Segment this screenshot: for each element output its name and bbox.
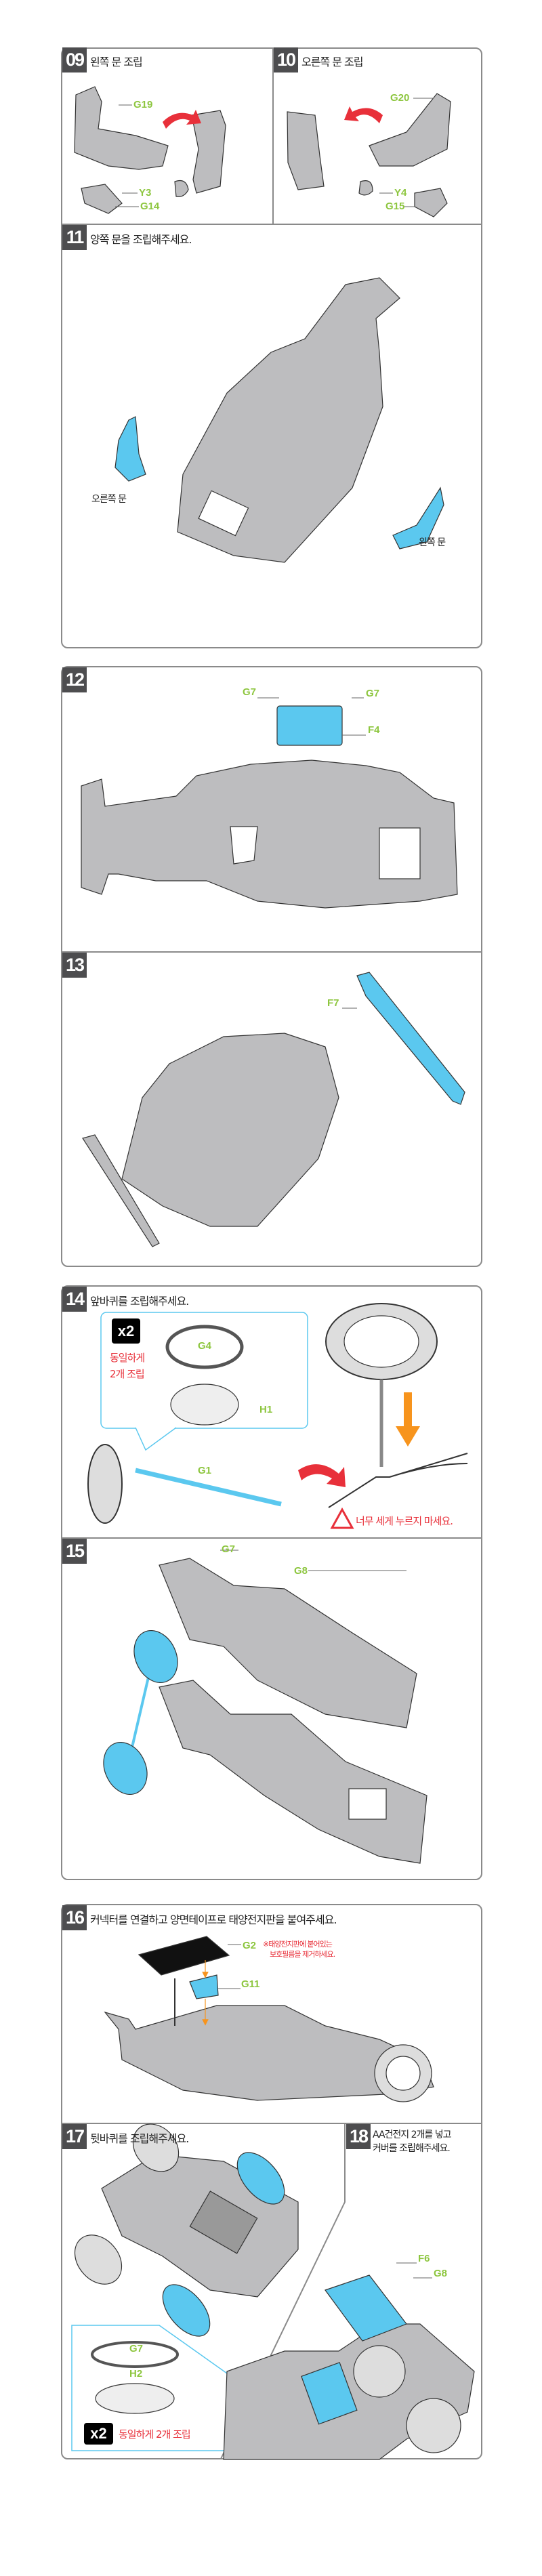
note-remove-film-line2: 보호필름을 제거하세요. <box>270 1950 335 1959</box>
left-door-part <box>392 486 444 549</box>
divider-09-10 <box>272 47 274 225</box>
label-f6: F6 <box>418 2253 430 2264</box>
rear-wheel-bottom <box>103 1741 148 1795</box>
label-g4: G4 <box>198 1340 212 1352</box>
step-16-number: 16 <box>62 1905 87 1930</box>
y4-part <box>358 180 373 196</box>
step-09-number: 09 <box>62 47 87 72</box>
divider-row-11 <box>61 224 482 225</box>
label-g20: G20 <box>390 92 410 104</box>
step-15-number: 15 <box>62 1539 87 1564</box>
label-h2: H2 <box>129 2368 143 2380</box>
f7-rear-wing <box>356 972 465 1105</box>
y3-part <box>174 180 189 197</box>
step-16-title: 커넥터를 연결하고 양면테이프로 태양전지판을 붙여주세요. <box>90 1913 337 1926</box>
step-14-number: 14 <box>62 1287 87 1312</box>
car-body-top-view <box>177 277 400 563</box>
label-g19: G19 <box>133 99 153 110</box>
left-door-frame <box>74 86 169 170</box>
wheel-18-top <box>353 2345 406 2398</box>
step-17-title: 뒷바퀴를 조립해주세요. <box>90 2132 189 2145</box>
divider-row-13 <box>61 951 482 953</box>
step-17-number: 17 <box>62 2124 87 2149</box>
right-door-inner <box>287 111 325 190</box>
step-18-number: 18 <box>346 2124 371 2149</box>
step-18-title-line1: AA건전지 2개를 넣고 <box>373 2130 452 2140</box>
red-curved-arrow-10 <box>344 106 383 123</box>
batteries <box>301 2362 358 2425</box>
wheel-17-topleft <box>132 2123 180 2172</box>
car-rear-view <box>121 1033 339 1227</box>
step-18-title-line2: 커버를 조립해주세요. <box>373 2143 451 2154</box>
step-12-number: 12 <box>62 667 87 692</box>
step-10-title: 오른쪽 문 조립 <box>301 56 363 68</box>
label-g2: G2 <box>243 1940 257 1951</box>
label-g15: G15 <box>385 201 405 212</box>
stand <box>328 1453 468 1508</box>
label-f4: F4 <box>368 724 380 736</box>
label-g14: G14 <box>140 201 160 212</box>
left-front-wheel <box>87 1444 123 1524</box>
car-chassis-side <box>81 760 458 909</box>
g4-tire <box>165 1325 244 1369</box>
note-remove-film-line1: ※태양전지판에 붙어있는 <box>263 1940 333 1949</box>
g15-part <box>414 188 448 217</box>
chassis-bottom <box>159 1558 417 1728</box>
warning-text: 너무 세게 누르지 마세요. <box>356 1515 453 1527</box>
step-10-number: 10 <box>274 47 298 72</box>
g14-part <box>81 184 123 214</box>
step-14-title: 앞바퀴를 조립해주세요. <box>90 1295 189 1308</box>
label-g7-right: G7 <box>366 688 380 699</box>
g7-tire <box>91 2341 179 2368</box>
g1-axle <box>135 1468 282 1507</box>
right-door-part <box>114 416 146 482</box>
caption-right-door: 오른쪽 문 <box>91 494 127 505</box>
label-y4: Y4 <box>394 187 407 199</box>
quantity-badge-x2-17: x2 <box>84 2423 113 2445</box>
h2-wheel <box>95 2383 175 2414</box>
left-door-inner <box>191 110 226 194</box>
rear-wing-body <box>82 1134 160 1247</box>
f6-battery-cover <box>325 2274 407 2342</box>
callout-box <box>100 1312 308 1429</box>
wheel-17-left <box>74 2235 123 2285</box>
red-curved-arrow-09 <box>163 110 201 129</box>
f4-part <box>276 705 343 746</box>
caption-left-door: 왼쪽 문 <box>419 537 446 548</box>
label-y3: Y3 <box>139 187 152 199</box>
divider-row-17 <box>61 2123 482 2124</box>
divider-row-15 <box>61 1537 482 1539</box>
note-same-assembly-line1: 동일하게 <box>110 1352 145 1364</box>
label-h1: H1 <box>259 1404 273 1415</box>
label-g7-15: G7 <box>222 1543 236 1555</box>
wheel-17-blue-bottom <box>162 2284 211 2337</box>
right-door-frame <box>369 93 451 167</box>
label-g7-17: G7 <box>129 2343 144 2354</box>
label-g8-15: G8 <box>294 1565 308 1577</box>
label-g1: G1 <box>198 1465 212 1476</box>
note-same-assembly-line2: 2개 조립 <box>110 1368 145 1380</box>
warning-triangle-icon <box>330 1507 354 1529</box>
wheel-17-blue-top <box>236 2152 285 2205</box>
label-g7-left: G7 <box>243 686 257 698</box>
red-curved-arrow-14 <box>298 1464 346 1487</box>
note-same-assembly-17: 동일하게 2개 조립 <box>119 2428 191 2440</box>
label-g11: G11 <box>241 1978 260 1990</box>
g2-solar-panel <box>138 1936 230 1976</box>
step-11-number: 11 <box>62 225 87 250</box>
step-09-title: 왼쪽 문 조립 <box>90 56 143 68</box>
label-g8-18: G8 <box>434 2268 448 2279</box>
press-down-arrow <box>396 1392 420 1447</box>
h1-wheel <box>170 1384 239 1426</box>
step-13-number: 13 <box>62 953 87 978</box>
quantity-badge-x2: x2 <box>112 1318 140 1344</box>
label-f7: F7 <box>327 997 339 1009</box>
g11-tape <box>189 1974 219 1999</box>
wheel-18-right <box>406 2398 461 2453</box>
step-11-title: 양쪽 문을 조립해주세요. <box>90 233 192 246</box>
rear-wheel-top <box>133 1629 178 1684</box>
